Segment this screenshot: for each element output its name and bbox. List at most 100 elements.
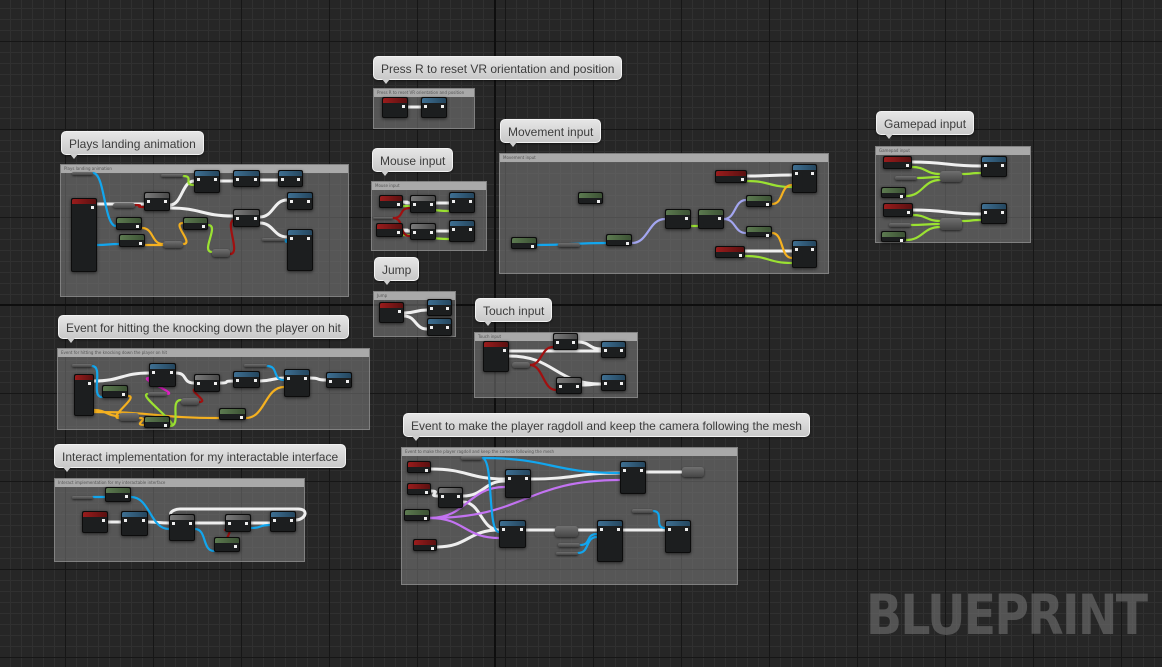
comment-header[interactable]: Event to make the player ragdoll and kee… [402, 448, 737, 456]
variable-getter-node[interactable] [895, 176, 917, 180]
exec-output-pin[interactable] [424, 517, 427, 520]
exec-output-pin[interactable] [520, 528, 523, 531]
comment-bubble-landing[interactable]: Plays landing animation [61, 131, 204, 159]
exec-output-pin[interactable] [718, 217, 721, 220]
exec-input-pin[interactable] [623, 469, 626, 472]
exec-input-pin[interactable] [430, 307, 433, 310]
function-call-node[interactable] [287, 192, 313, 210]
comment-header[interactable]: Press R to reset VR orientation and posi… [374, 89, 474, 97]
exec-output-pin[interactable] [307, 237, 310, 240]
exec-input-pin[interactable] [795, 248, 798, 251]
function-call-node[interactable] [427, 318, 452, 336]
exec-input-pin[interactable] [984, 211, 987, 214]
variable-getter-node[interactable] [72, 496, 93, 499]
variable-getter-node[interactable] [119, 413, 139, 421]
event-node[interactable] [382, 97, 408, 118]
pure-function-node[interactable] [578, 192, 603, 204]
exec-input-pin[interactable] [430, 326, 433, 329]
variable-getter-node[interactable] [72, 364, 92, 367]
exec-input-pin[interactable] [236, 379, 239, 382]
exec-output-pin[interactable] [441, 105, 444, 108]
comment-bubble-reset-vr[interactable]: Press R to reset VR orientation and posi… [373, 56, 623, 84]
exec-input-pin[interactable] [197, 178, 200, 181]
exec-output-pin[interactable] [125, 495, 128, 498]
exec-input-pin[interactable] [502, 528, 505, 531]
exec-input-pin[interactable] [600, 528, 603, 531]
variable-getter-node[interactable] [212, 249, 230, 257]
comment-bubble-touch[interactable]: Touch input [475, 298, 553, 326]
exec-input-pin[interactable] [604, 349, 607, 352]
exec-output-pin[interactable] [1001, 211, 1004, 214]
exec-output-pin[interactable] [214, 382, 217, 385]
exec-input-pin[interactable] [441, 495, 444, 498]
exec-output-pin[interactable] [430, 231, 433, 234]
exec-output-pin[interactable] [640, 469, 643, 472]
flow-control-node[interactable] [553, 333, 578, 350]
event-node[interactable] [71, 198, 97, 272]
exec-input-pin[interactable] [273, 519, 276, 522]
function-call-node[interactable] [499, 520, 526, 548]
event-node[interactable] [715, 170, 747, 183]
comment-bubble-ragdoll[interactable]: Event to make the player ragdoll and kee… [403, 413, 810, 441]
function-call-node[interactable] [326, 372, 352, 388]
exec-output-pin[interactable] [685, 528, 688, 531]
event-node[interactable] [74, 374, 94, 416]
exec-output-pin[interactable] [431, 547, 434, 550]
pure-function-node[interactable] [105, 487, 131, 502]
exec-input-pin[interactable] [556, 341, 559, 344]
function-call-node[interactable] [449, 192, 475, 213]
variable-getter-node[interactable] [244, 364, 267, 367]
exec-input-pin[interactable] [287, 377, 290, 380]
variable-getter-node[interactable] [161, 174, 183, 177]
exec-output-pin[interactable] [741, 178, 744, 181]
exec-output-pin[interactable] [297, 178, 300, 181]
pure-function-node[interactable] [606, 234, 632, 246]
function-call-node[interactable] [601, 341, 626, 358]
flow-control-node[interactable] [233, 209, 260, 227]
exec-output-pin[interactable] [906, 164, 909, 167]
exec-output-pin[interactable] [202, 225, 205, 228]
function-call-node[interactable] [792, 164, 817, 193]
exec-output-pin[interactable] [430, 203, 433, 206]
exec-output-pin[interactable] [245, 522, 248, 525]
pure-function-node[interactable] [746, 226, 772, 237]
exec-output-pin[interactable] [254, 379, 257, 382]
exec-output-pin[interactable] [469, 200, 472, 203]
exec-input-pin[interactable] [236, 217, 239, 220]
pure-function-node[interactable] [219, 408, 246, 420]
exec-input-pin[interactable] [668, 528, 671, 531]
flow-control-node[interactable] [169, 514, 195, 541]
exec-output-pin[interactable] [91, 206, 94, 209]
exec-input-pin[interactable] [197, 382, 200, 385]
exec-output-pin[interactable] [240, 416, 243, 419]
event-node[interactable] [883, 203, 913, 217]
comment-bubble-interact[interactable]: Interact implementation for my interacta… [54, 444, 347, 472]
exec-input-pin[interactable] [172, 522, 175, 525]
exec-output-pin[interactable] [907, 211, 910, 214]
exec-output-pin[interactable] [685, 217, 688, 220]
exec-output-pin[interactable] [139, 242, 142, 245]
function-call-node[interactable] [284, 369, 310, 397]
variable-getter-node[interactable] [889, 223, 911, 227]
comment-bubble-knockdown[interactable]: Event for hitting the knocking down the … [58, 315, 349, 343]
exec-input-pin[interactable] [984, 164, 987, 167]
exec-output-pin[interactable] [136, 225, 139, 228]
variable-getter-node[interactable] [163, 241, 183, 248]
variable-getter-node[interactable] [940, 218, 962, 230]
exec-input-pin[interactable] [281, 178, 284, 181]
flow-control-node[interactable] [225, 514, 251, 532]
exec-output-pin[interactable] [739, 254, 742, 257]
function-call-node[interactable] [287, 229, 313, 271]
variable-getter-node[interactable] [373, 217, 393, 219]
exec-input-pin[interactable] [236, 178, 239, 181]
exec-output-pin[interactable] [397, 231, 400, 234]
exec-output-pin[interactable] [398, 310, 401, 313]
pure-function-node[interactable] [881, 231, 906, 242]
function-call-node[interactable] [981, 203, 1007, 224]
exec-output-pin[interactable] [626, 242, 629, 245]
exec-input-pin[interactable] [290, 237, 293, 240]
function-call-node[interactable] [601, 374, 626, 391]
exec-output-pin[interactable] [620, 382, 623, 385]
function-call-node[interactable] [427, 299, 452, 316]
function-call-node[interactable] [121, 511, 148, 536]
